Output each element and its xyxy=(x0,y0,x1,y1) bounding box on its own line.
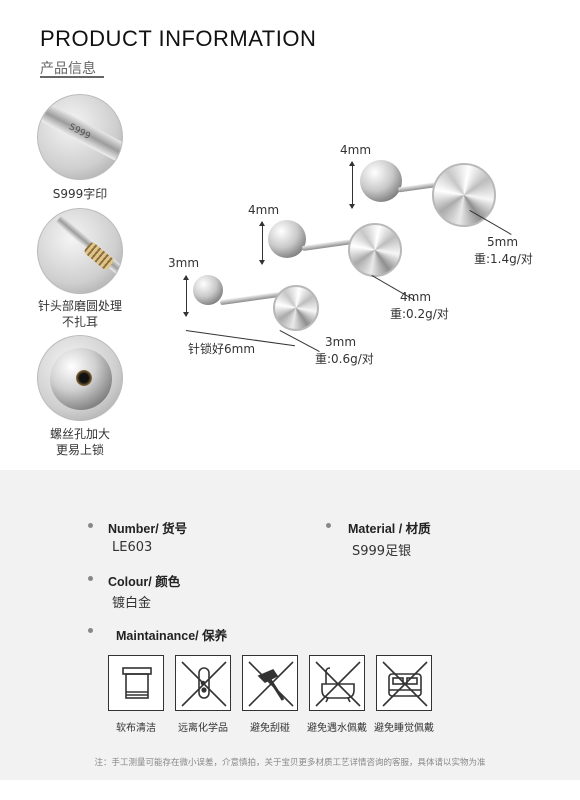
ball-size-label-2: 4mm xyxy=(248,203,280,217)
bullet-dot xyxy=(88,576,93,581)
care-label-no-sleep: 避免睡觉佩戴 xyxy=(374,723,434,734)
specs-panel: Number/ 货号 LE603 Material / 材质 S999足银 Co… xyxy=(0,470,580,780)
ball-size-arrow-2 xyxy=(259,221,265,265)
bullet-dot xyxy=(88,523,93,528)
number-value: LE603 xyxy=(112,540,153,555)
gem-size-label-1: 3mm xyxy=(325,335,357,349)
weight-label-1: 重:0.6g/对 xyxy=(315,352,374,366)
ball-size-label-1: 3mm xyxy=(168,256,200,270)
soft-cloth-icon xyxy=(108,655,164,711)
detail-label-screw-hole: 螺丝孔加大 更易上锁 xyxy=(49,427,110,457)
detail-label-rounded-tip: 针头部磨圆处理 不扎耳 xyxy=(37,299,122,329)
earring-ball-4mm-b xyxy=(360,160,402,202)
number-label: Number/ 货号 xyxy=(108,522,188,536)
care-label-soft-cloth: 软布清洁 xyxy=(116,723,156,734)
ball-size-label-3: 4mm xyxy=(340,143,372,157)
earring-ball-3mm xyxy=(193,275,223,305)
earring-gem-3mm xyxy=(273,285,319,331)
earring-post-3mm xyxy=(219,291,281,306)
bullet-dot xyxy=(326,523,331,528)
material-value: S999足银 xyxy=(352,544,412,559)
gem-size-label-3: 5mm xyxy=(487,235,519,249)
screw-hole-detail-image xyxy=(37,335,123,421)
disclaimer-note: 注：手工测量可能存在微小误差，介意慎拍，关于宝贝更多材质工艺详情咨询的客服，具体… xyxy=(94,758,486,768)
engraving-detail-image: S999 xyxy=(37,94,123,180)
colour-value: 镀白金 xyxy=(112,596,152,611)
gem-size-label-2: 4mm xyxy=(400,290,432,304)
care-label-no-scratch: 避免刮碰 xyxy=(250,723,290,734)
bullet-dot xyxy=(88,628,93,633)
no-sleep-icon xyxy=(376,655,432,711)
no-water-icon xyxy=(309,655,365,711)
no-scratch-icon xyxy=(242,655,298,711)
ball-size-arrow-3 xyxy=(349,161,355,209)
post-length-label: 针锁好6mm xyxy=(188,342,256,356)
care-label-no-chemicals: 远离化学品 xyxy=(178,723,228,734)
no-chemicals-icon xyxy=(175,655,231,711)
colour-label: Colour/ 颜色 xyxy=(108,575,181,589)
detail-label-engraving: S999字印 xyxy=(52,187,108,201)
material-label: Material / 材质 xyxy=(348,522,431,536)
page-title: PRODUCT INFORMATION xyxy=(40,26,317,51)
earring-gem-4mm xyxy=(348,223,402,277)
care-label-no-water: 避免遇水佩戴 xyxy=(307,723,367,734)
maintenance-label: Maintainance/ 保养 xyxy=(116,629,228,643)
earring-gem-5mm xyxy=(432,163,496,227)
weight-label-3: 重:1.4g/对 xyxy=(474,252,533,266)
page-subtitle: 产品信息 xyxy=(40,61,96,77)
product-info-section: PRODUCT INFORMATION 产品信息 S999 S999字印 针头部… xyxy=(37,26,533,457)
weight-label-2: 重:0.2g/对 xyxy=(390,307,449,321)
earring-ball-4mm-a xyxy=(268,220,306,258)
title-underline xyxy=(40,76,104,78)
gem-size-arrow-1 xyxy=(279,330,320,353)
screw-hole xyxy=(76,370,92,386)
rounded-tip-detail-image xyxy=(37,208,123,294)
ball-size-arrow-1 xyxy=(183,275,189,317)
